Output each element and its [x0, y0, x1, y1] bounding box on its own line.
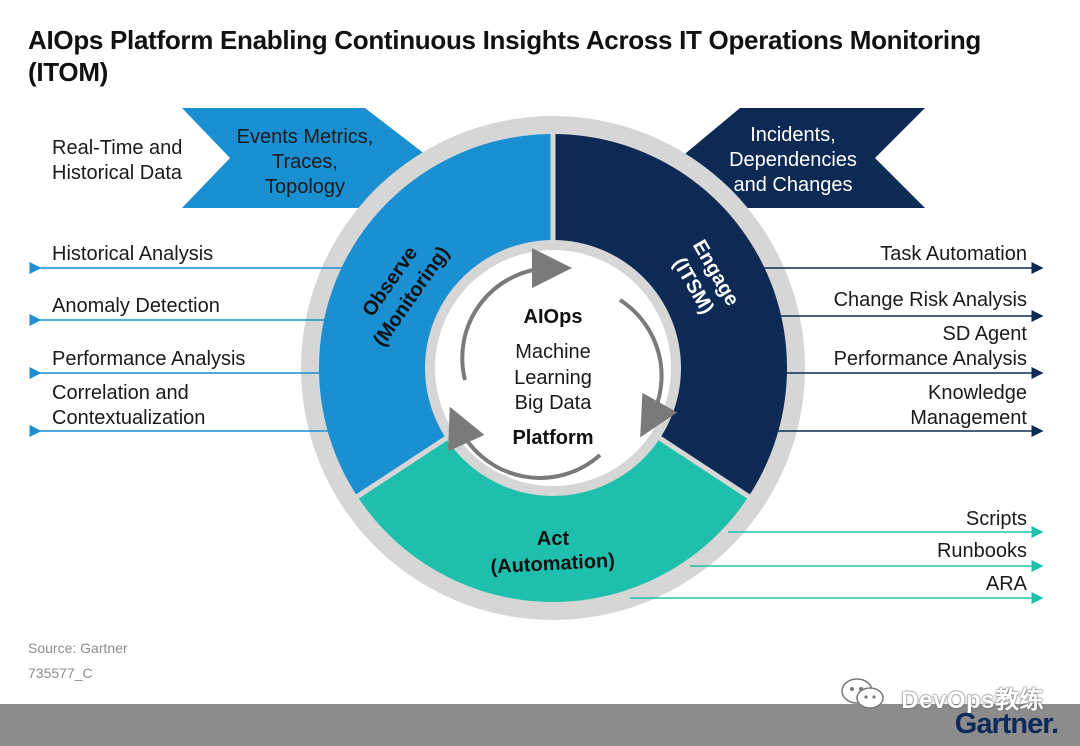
- output-sd-agent: SD Agent: [942, 323, 1027, 345]
- center-footer: Platform: [512, 427, 593, 449]
- center-line-1: Machine: [515, 341, 591, 363]
- page-title: AIOps Platform Enabling Continuous Insig…: [28, 25, 982, 87]
- chat-bubble-icon: [841, 678, 884, 709]
- output-ara: ARA: [985, 573, 1027, 595]
- left-arrow-text-1: Events Metrics,: [237, 126, 374, 148]
- left-caption-line-1: Real-Time and: [52, 137, 183, 159]
- cycle-arrow-top: [460, 248, 572, 381]
- left-arrow-text-2: Traces,: [272, 151, 338, 173]
- segment-label-act: Act: [537, 528, 570, 550]
- inner-core: [435, 250, 671, 486]
- output-correlation-line-2: Contextualization: [52, 407, 206, 429]
- footer-bar: [0, 704, 1080, 746]
- gartner-logo: Gartner.: [954, 708, 1059, 740]
- output-runbooks: Runbooks: [936, 540, 1027, 562]
- right-arrow-text-3: and Changes: [734, 174, 853, 196]
- center-heading: AIOps: [524, 306, 583, 328]
- output-task-automation: Task Automation: [880, 243, 1027, 265]
- right-arrow-text-2: Dependencies: [729, 149, 857, 171]
- output-management: Management: [910, 407, 1027, 429]
- output-anomaly-detection: Anomaly Detection: [52, 295, 220, 317]
- output-correlation-line-1: Correlation and: [52, 382, 189, 404]
- cycle-arrow-right: [618, 298, 678, 438]
- output-sd-performance: Performance Analysis: [833, 348, 1027, 370]
- center-line-2: Learning: [514, 367, 592, 389]
- left-caption-line-2: Historical Data: [52, 162, 183, 184]
- output-historical-analysis: Historical Analysis: [52, 243, 214, 265]
- output-performance-analysis: Performance Analysis: [52, 348, 246, 370]
- left-arrow-text-3: Topology: [265, 176, 345, 198]
- input-arrow-left: [182, 108, 430, 208]
- source-note: Source: Gartner: [28, 640, 128, 656]
- document-id: 735577_C: [28, 665, 93, 681]
- output-scripts: Scripts: [965, 508, 1027, 530]
- right-arrow-text-1: Incidents,: [750, 124, 836, 146]
- cycle-arrow-bottom: [448, 406, 602, 480]
- center-line-3: Big Data: [515, 392, 593, 414]
- output-knowledge: Knowledge: [928, 382, 1027, 404]
- watermark-text: DevOps教练: [901, 687, 1044, 714]
- output-change-risk-analysis: Change Risk Analysis: [833, 289, 1027, 311]
- input-arrow-right: [680, 108, 925, 208]
